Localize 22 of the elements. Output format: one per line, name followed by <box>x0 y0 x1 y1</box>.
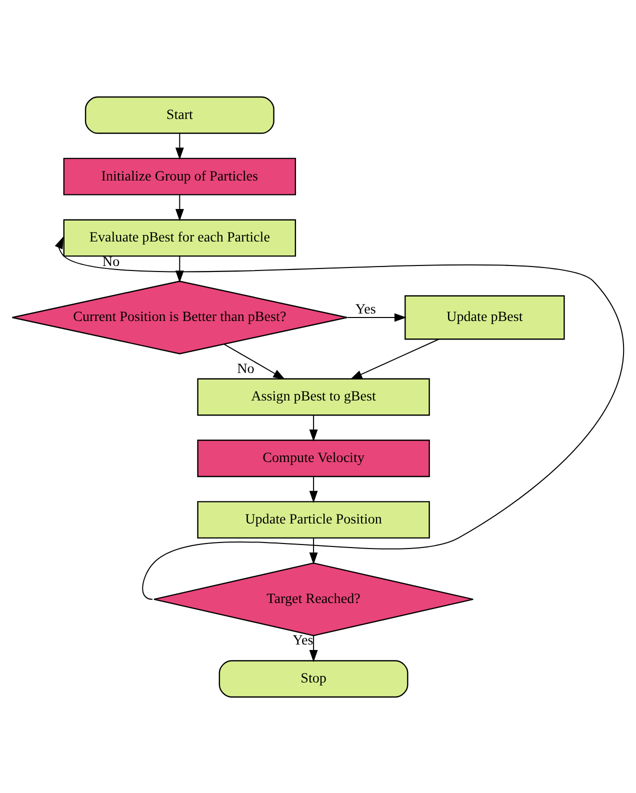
arrow <box>175 132 184 160</box>
arrow <box>309 538 318 564</box>
arrow <box>175 194 184 221</box>
edge-label: No <box>237 360 254 376</box>
arrow <box>347 312 407 322</box>
arrow <box>350 338 440 379</box>
arrow <box>224 343 286 380</box>
node-box: Assign pBest to gBest <box>197 378 430 416</box>
arrow <box>309 414 318 442</box>
node-box: Start <box>84 96 274 134</box>
node-box: Initialize Group of Particles <box>63 157 296 195</box>
node-box: Update Particle Position <box>197 500 430 538</box>
edge-label: Yes <box>355 301 376 318</box>
node-box: Evaluate pBest for each Particle <box>63 218 296 256</box>
node-box: Stop <box>218 660 408 698</box>
node-diamond: Current Position is Better than pBest? <box>12 280 348 354</box>
arrow <box>54 236 624 600</box>
arrow <box>309 635 318 662</box>
arrow <box>309 476 318 502</box>
node-diamond: Target Reached? <box>153 562 474 636</box>
node-box: Update pBest <box>404 294 565 340</box>
node-box: Compute Velocity <box>197 439 430 477</box>
